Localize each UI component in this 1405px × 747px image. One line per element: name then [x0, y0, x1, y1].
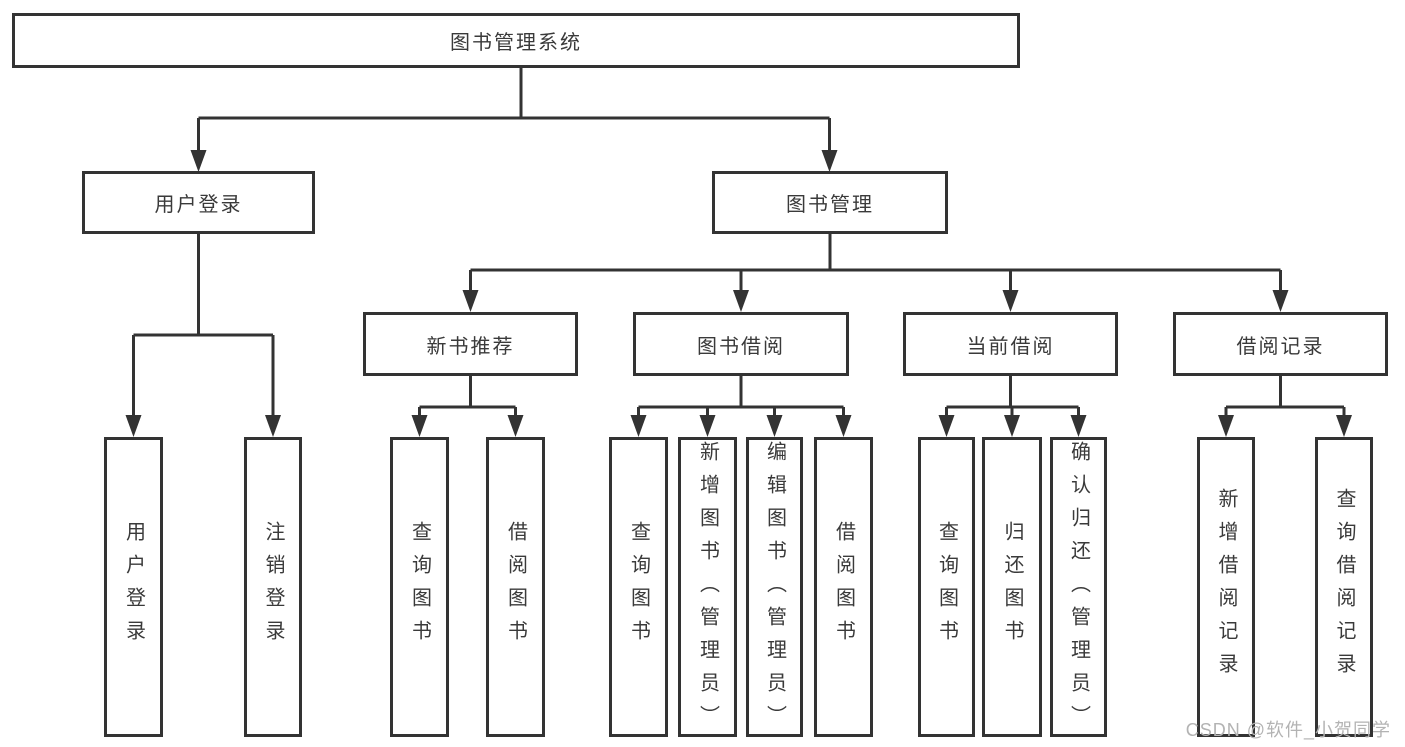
leaf-user-login: 用户登录: [104, 437, 163, 737]
node-book-management-label: 图书管理: [786, 194, 874, 216]
node-user-login: 用户登录: [82, 171, 315, 234]
leaf-borrow-books-borrow-label: 借阅图书: [832, 521, 855, 653]
leaf-borrow-books-borrow: 借阅图书: [814, 437, 873, 737]
node-current-borrow: 当前借阅: [903, 312, 1118, 376]
leaf-query-books-current: 查询图书: [918, 437, 975, 737]
leaf-query-books-recommend-label: 查询图书: [408, 521, 431, 653]
node-library-system: 图书管理系统: [12, 13, 1020, 68]
leaf-query-books-recommend: 查询图书: [390, 437, 449, 737]
leaf-borrow-books-recommend: 借阅图书: [486, 437, 545, 737]
node-book-borrow: 图书借阅: [633, 312, 849, 376]
node-new-book-recommend-label: 新书推荐: [426, 335, 515, 358]
connector-book-management-children: [462, 234, 1289, 312]
leaf-query-borrow-record-label: 查询借阅记录: [1333, 488, 1355, 686]
leaf-borrow-books-recommend-label: 借阅图书: [504, 521, 527, 653]
connector-borrow-records-children: [1218, 376, 1352, 437]
leaf-logout-label: 注销登录: [262, 521, 284, 653]
connector-current-borrow-children: [938, 376, 1087, 437]
leaf-return-book: 归还图书: [982, 437, 1042, 737]
leaf-edit-book-admin-label: 编辑图书（管理员）: [763, 441, 786, 738]
connector-user-login-children: [125, 234, 281, 437]
leaf-logout: 注销登录: [244, 437, 302, 737]
leaf-add-book-admin: 新增图书（管理员）: [678, 437, 737, 738]
connector-new-book-children: [411, 376, 524, 437]
leaf-query-books-current-label: 查询图书: [935, 521, 958, 653]
leaf-confirm-return-admin-label: 确认归还（管理员）: [1067, 441, 1090, 738]
node-user-login-label: 用户登录: [154, 194, 243, 216]
leaf-add-book-admin-label: 新增图书（管理员）: [696, 441, 719, 738]
node-current-borrow-label: 当前借阅: [966, 335, 1055, 358]
leaf-query-books-borrow-label: 查询图书: [627, 521, 650, 653]
node-borrow-records-label: 借阅记录: [1236, 335, 1325, 358]
leaf-return-book-label: 归还图书: [1001, 521, 1023, 653]
node-book-borrow-label: 图书借阅: [697, 335, 785, 358]
csdn-watermark: CSDN @软件_小贺同学: [1185, 720, 1391, 740]
node-borrow-records: 借阅记录: [1173, 312, 1388, 376]
connector-book-borrow-children: [630, 376, 852, 437]
node-library-system-label: 图书管理系统: [450, 32, 582, 54]
leaf-edit-book-admin: 编辑图书（管理员）: [746, 437, 803, 738]
leaf-query-books-borrow: 查询图书: [609, 437, 668, 737]
leaf-user-login-label: 用户登录: [122, 521, 145, 653]
node-new-book-recommend: 新书推荐: [363, 312, 578, 376]
node-book-management: 图书管理: [712, 171, 948, 234]
connector-root-to-level2: [190, 68, 838, 172]
leaf-confirm-return-admin: 确认归还（管理员）: [1050, 437, 1107, 738]
leaf-add-borrow-record: 新增借阅记录: [1197, 437, 1255, 737]
leaf-query-borrow-record: 查询借阅记录: [1315, 437, 1373, 737]
leaf-add-borrow-record-label: 新增借阅记录: [1215, 488, 1237, 686]
